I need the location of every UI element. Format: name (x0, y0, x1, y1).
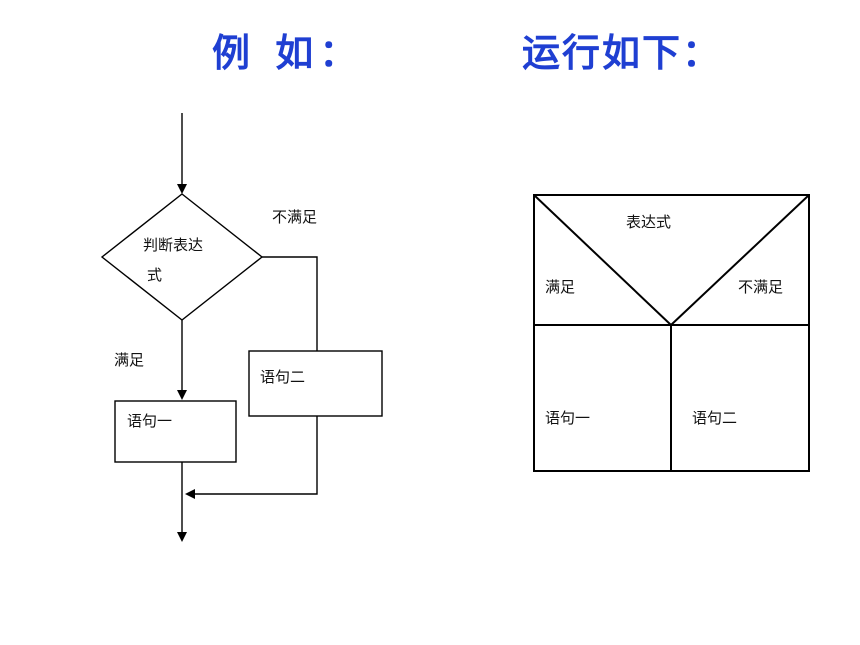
statement-2-box (248, 350, 383, 417)
decision-label-line2: 式 (147, 266, 162, 284)
ns-statement-2-label: 语句二 (692, 409, 737, 427)
decision-label-line1: 判断表达 (143, 236, 203, 254)
flowchart: 判断表达 式 满足 语句一 不满足 语句二 (100, 113, 383, 542)
ns-condition-label: 表达式 (626, 213, 671, 231)
ns-diagram: 表达式 满足 不满足 语句一 语句二 (533, 194, 810, 472)
statement-1-box (114, 400, 237, 463)
statement-2-label: 语句二 (260, 368, 305, 386)
ns-false-label: 不满足 (738, 278, 783, 296)
ns-true-label: 满足 (545, 278, 575, 296)
decision-diamond (100, 193, 264, 321)
true-branch-label: 满足 (114, 351, 144, 369)
merge-line (185, 416, 318, 499)
title-example: 例 如： (212, 31, 364, 75)
title-run-result: 运行如下： (522, 31, 723, 75)
false-branch-label: 不满足 (272, 208, 317, 226)
ns-diagonal-right (670, 194, 810, 326)
statement-1-label: 语句一 (127, 412, 172, 430)
ns-statement-1-label: 语句一 (545, 409, 590, 427)
ns-diagonal-left (533, 194, 672, 326)
false-branch-line (262, 256, 318, 351)
